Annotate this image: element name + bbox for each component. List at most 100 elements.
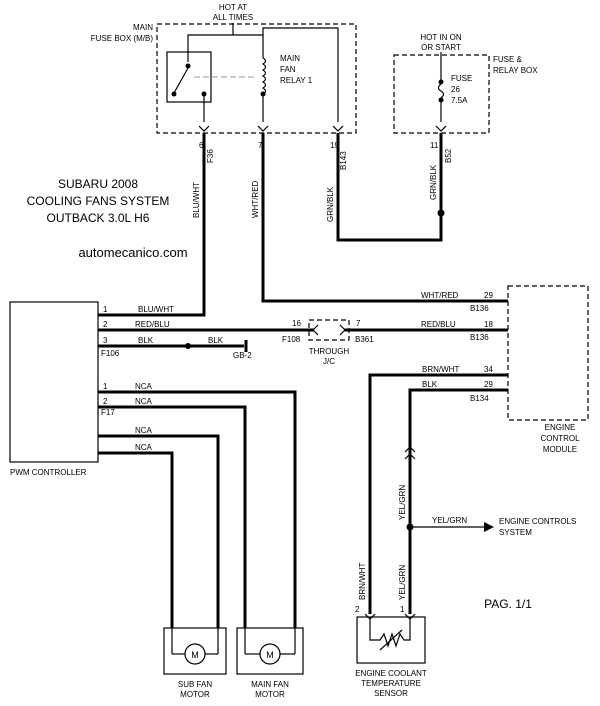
relay-label-2: FAN — [280, 65, 296, 74]
pin-19: 19 — [330, 141, 339, 150]
wire-label-nca-4: NCA — [135, 443, 153, 452]
joint-connector: 16 7 F108 B361 THROUGH J/C — [282, 319, 374, 366]
wire-brn-wht — [368, 373, 508, 614]
title-line-2: COOLING FANS SYSTEM — [27, 194, 170, 208]
pwm-label: PWM CONTROLLER — [10, 468, 87, 477]
conn-f106: F106 — [101, 349, 120, 358]
fuse-relay-box: HOT IN ON OR START FUSE & RELAY BOX FUSE… — [393, 33, 538, 163]
fuse-relay-box-label-1: FUSE & — [493, 55, 523, 64]
ecm-label-3: MODULE — [543, 445, 577, 454]
main-fuse-box: HOT AT ALL TIMES MAIN FUSE BOX (M/B) MAI… — [91, 3, 357, 170]
pwm-pin-1: 1 — [103, 305, 108, 314]
sub-motor-symbol — [184, 643, 206, 665]
ecm-pin-34: 34 — [484, 365, 493, 374]
pwm-pin-nca-1: 1 — [103, 382, 108, 391]
wire-label-yel-grn-upper: YEL/GRN — [398, 485, 407, 520]
pwm-pin-2: 2 — [103, 320, 108, 329]
hot-at-label: HOT AT — [219, 3, 247, 12]
sub-fan-label-2: MOTOR — [180, 690, 210, 699]
sensor-pin-2: 2 — [355, 605, 360, 614]
main-fuse-box-outline — [156, 23, 357, 134]
wire-label-grn-blk-left: GRN/BLK — [326, 186, 335, 222]
wire-label-grn-blk-right: GRN/BLK — [429, 164, 438, 200]
wire-label-brn-wht: BRN/WHT — [422, 365, 459, 374]
sensor-pin-1: 1 — [400, 605, 405, 614]
title-line-3: OUTBACK 3.0L H6 — [47, 211, 150, 225]
wire-label-wht-red-vertical: WHT/RED — [251, 180, 260, 218]
title-line-1: SUBARU 2008 — [58, 177, 138, 191]
wire-label-wht-red: WHT/RED — [421, 291, 459, 300]
main-motor-symbol — [259, 643, 281, 665]
ecm-pin-29-a: 29 — [484, 291, 493, 300]
conn-f17: F17 — [101, 408, 115, 417]
relay-label-1: MAIN — [280, 54, 300, 63]
pin-6: 6 — [199, 141, 204, 150]
hot-in-on-label: HOT IN ON — [420, 33, 461, 42]
all-times-label: ALL TIMES — [213, 13, 253, 22]
fuse-relay-box-label-2: RELAY BOX — [493, 66, 538, 75]
main-fan-label-1: MAIN FAN — [251, 680, 289, 689]
jc-pin-16: 16 — [292, 319, 301, 328]
sensor-label-2: TEMPERATURE — [361, 679, 421, 688]
wire-grn-blk — [336, 133, 443, 242]
sub-motor-m: M — [191, 650, 199, 660]
jc-label-2: J/C — [323, 357, 335, 366]
main-motor-m: M — [266, 650, 274, 660]
wire-nca-2 — [98, 405, 247, 628]
wire-wht-red — [261, 133, 508, 303]
watermark: automecanico.com — [78, 245, 187, 260]
wire-nca-4 — [98, 451, 174, 628]
wire-label-blk-wht: BLK — [422, 380, 438, 389]
ecm-conn-b134: B134 — [470, 394, 489, 403]
sensor-label-3: SENSOR — [374, 689, 408, 698]
engine-controls-label-1: ENGINE CONTROLS — [499, 517, 576, 526]
wire-nca-3 — [98, 434, 220, 628]
wire-label-blk-1: BLK — [138, 336, 154, 345]
conn-f36: F36 — [206, 149, 215, 163]
wire-nca-1 — [98, 390, 297, 628]
ecm-pin-29-b: 29 — [484, 380, 493, 389]
wire-label-blu-wht: BLU/WHT — [138, 305, 174, 314]
fuse-number: 26 — [451, 85, 460, 94]
wire-label-yel-grn-branch: YEL/GRN — [432, 516, 467, 525]
conn-b361: B361 — [355, 335, 374, 344]
relay-contact — [166, 51, 212, 103]
fuse-label: FUSE — [451, 74, 472, 83]
wire-label-brn-wht-vertical: BRN/WHT — [358, 563, 367, 600]
conn-b143: B143 — [339, 151, 348, 170]
wire-blk-wht-yel-grn — [408, 388, 508, 614]
jc-label-1: THROUGH — [309, 347, 350, 356]
ecm-pin-18: 18 — [484, 320, 493, 329]
conn-b52: B52 — [444, 148, 453, 163]
splice-dot — [437, 209, 445, 217]
main-fuse-box-label-2: FUSE BOX (M/B) — [91, 34, 154, 43]
ecm-label-1: ENGINE — [545, 423, 576, 432]
ecm-label-2: CONTROL — [540, 434, 580, 443]
pwm-pin-nca-2: 2 — [103, 397, 108, 406]
sub-fan-motor: M SUB FAN MOTOR — [163, 627, 227, 699]
wire-label-nca-1: NCA — [135, 382, 153, 391]
main-fuse-box-label-1: MAIN — [133, 23, 153, 32]
wire-blu-wht — [98, 133, 206, 317]
wire-label-blu-red: RED/BLU — [421, 320, 456, 329]
or-start-label: OR START — [421, 43, 461, 52]
page-label: PAG. 1/1 — [484, 597, 532, 611]
engine-control-module: 29 B136 18 B136 34 29 B134 ENGINE CONTRO… — [470, 285, 589, 454]
sensor-label-1: ENGINE COOLANT — [355, 669, 427, 678]
ground-label: GB-2 — [233, 351, 252, 360]
ecm-conn-b136-b: B136 — [470, 333, 489, 342]
engine-controls-label-2: SYSTEM — [499, 528, 532, 537]
pwm-pin-3: 3 — [103, 336, 108, 345]
conn-f108: F108 — [282, 335, 301, 344]
main-fan-motor: M MAIN FAN MOTOR — [236, 627, 304, 699]
relay-label-3: RELAY 1 — [280, 76, 313, 85]
sub-fan-label-1: SUB FAN — [178, 680, 212, 689]
wire-label-blk-2: BLK — [208, 336, 224, 345]
jc-pin-7: 7 — [356, 319, 361, 328]
pin-7: 7 — [258, 141, 263, 150]
wire-label-nca-2: NCA — [135, 397, 153, 406]
wire-label-blu-wht-vertical: BLU/WHT — [192, 182, 201, 218]
arrow-icon — [484, 522, 494, 532]
fuse-rating: 7.5A — [451, 96, 468, 105]
